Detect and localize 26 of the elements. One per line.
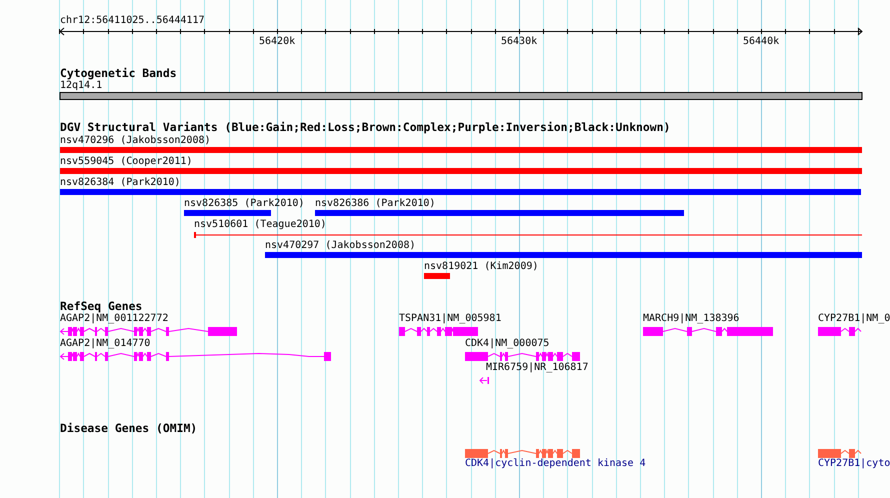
variant-label: nsv819021 (Kim2009) — [424, 261, 538, 272]
track-heading: Disease Genes (OMIM) — [60, 422, 198, 434]
track-heading: Cytogenetic Bands — [60, 67, 177, 79]
gene-label: CDK4|NM_000075 — [465, 338, 550, 349]
scale-tick-label: 56420k — [259, 36, 296, 47]
gene-label: TSPAN31|NM_005981 — [399, 313, 502, 324]
gene-label: MIR6759|NR_106817 — [485, 362, 588, 373]
scale-tick-label: 56430k — [501, 36, 538, 47]
variant-label: nsv826384 (Park2010) — [60, 177, 180, 188]
disease-gene-label: CYP27B1|cyto — [818, 458, 890, 469]
track-heading: RefSeq Genes — [60, 300, 142, 312]
variant-label: nsv826385 (Park2010) — [184, 198, 304, 209]
track-heading: DGV Structural Variants (Blue:Gain;Red:Loss;Brown:Complex;Purple:Inversion;Black:Unknown) — [60, 121, 670, 133]
variant-label: nsv470297 (Jakobsson2008) — [265, 240, 416, 251]
variant-label: nsv826386 (Park2010) — [315, 198, 436, 209]
gene-label: AGAP2|NM_014770 — [60, 338, 150, 349]
gene-label: AGAP2|NM_001122772 — [60, 313, 168, 324]
variant-label: nsv559045 (Cooper2011) — [60, 156, 192, 167]
gene-label: CYP27B1|NM_0 — [818, 313, 890, 324]
scale-tick-label: 56440k — [743, 36, 780, 47]
variant-label: nsv510601 (Teague2010) — [194, 219, 326, 230]
gene-label: MARCH9|NM_138396 — [643, 313, 740, 324]
band-label: 12q14.1 — [60, 80, 102, 91]
variant-label: nsv470296 (Jakobsson2008) — [60, 135, 211, 146]
disease-gene-label: CDK4|cyclin-dependent kinase 4 — [465, 458, 646, 469]
coordinate-range: chr12:56411025..56444117 — [60, 15, 204, 26]
